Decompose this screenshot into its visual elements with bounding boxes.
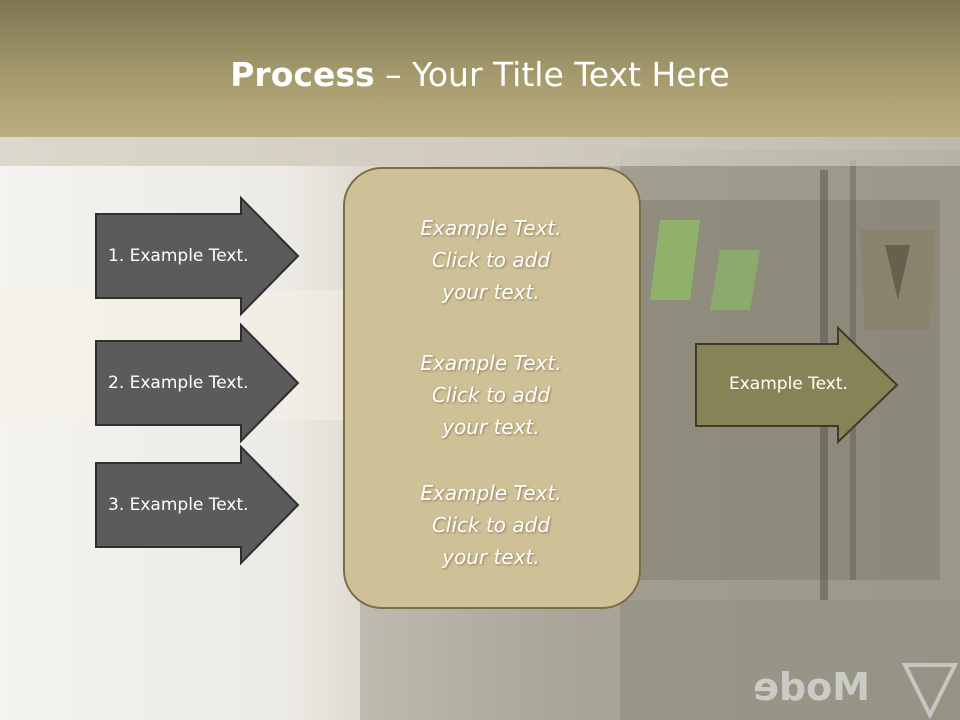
center-item-3-line-3: your text. [442,545,540,569]
center-item-1-line-1: Example Text. [420,216,562,240]
center-item-1-line-3: your text. [442,280,540,304]
title-band [0,137,960,166]
left-arrow-3-label: 3. Example Text. [108,495,249,515]
left-arrow-2 [95,322,300,444]
center-item-3-line-1: Example Text. [420,481,562,505]
left-arrow-3 [95,444,300,566]
left-arrow-1 [95,195,300,317]
center-item-3: Example Text. Click to add your text. [346,477,636,573]
title-bar [0,0,960,137]
center-item-2-line-2: Click to add [431,383,551,407]
center-box [343,167,641,609]
title-bold: Process [230,55,375,94]
left-arrow-2-label: 2. Example Text. [108,373,249,393]
center-item-2-line-3: your text. [442,415,540,439]
title-rest: – Your Title Text Here [374,55,730,94]
center-item-3-line-2: Click to add [431,513,551,537]
center-item-2: Example Text. Click to add your text. [346,347,636,443]
right-arrow-label: Example Text. [729,374,848,394]
right-arrow [695,325,899,445]
center-item-1: Example Text. Click to add your text. [346,212,636,308]
center-item-1-line-2: Click to add [431,248,551,272]
left-arrow-1-label: 1. Example Text. [108,246,249,266]
svg-text:24M: 24M [647,669,720,709]
center-item-2-line-1: Example Text. [420,351,562,375]
slide-title: Process – Your Title Text Here [0,52,960,98]
svg-text:Mode: Mode [753,665,870,709]
